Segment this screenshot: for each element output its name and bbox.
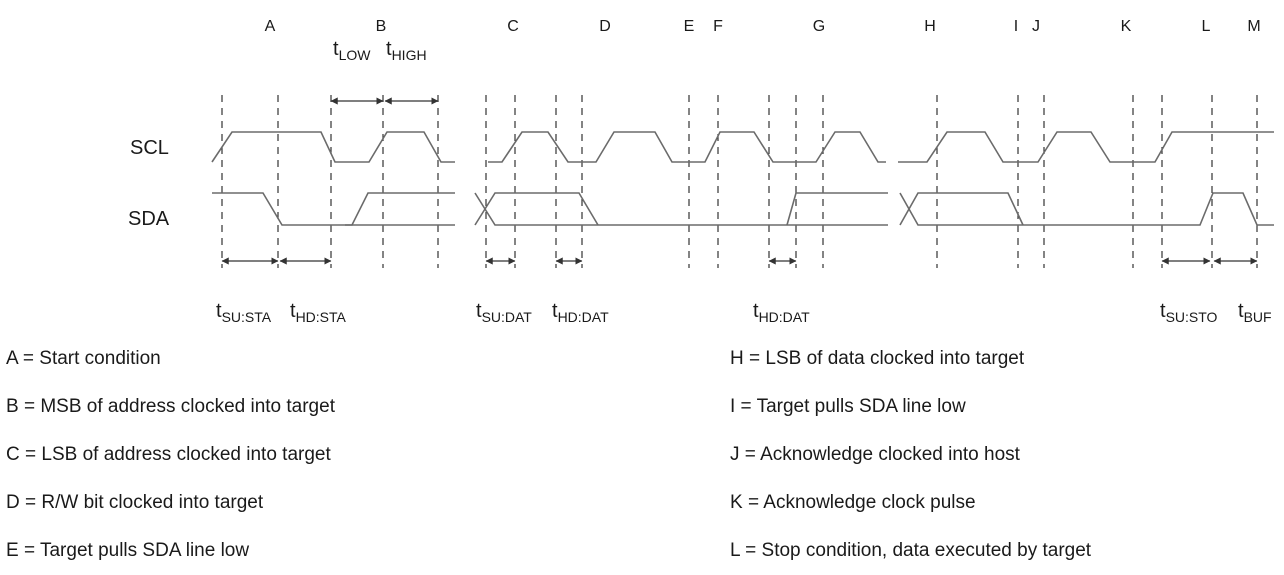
timing-label: tHD:DAT <box>753 300 810 325</box>
marker-l: L <box>1202 18 1211 35</box>
timing-label: tHD:DAT <box>552 300 609 325</box>
scl-wave <box>211 131 455 163</box>
timing-label: tSU:STO <box>1160 300 1218 325</box>
legend-item: D = R/W bit clocked into target <box>6 492 264 513</box>
legend-item: L = Stop condition, data executed by tar… <box>730 540 1092 561</box>
legend-item: A = Start condition <box>6 348 161 369</box>
marker-b: B <box>376 18 387 35</box>
legend-right: H = LSB of data clocked into target I = T… <box>730 335 1091 575</box>
sda-wave <box>212 192 331 226</box>
timing-label: tSU:STA <box>216 300 272 325</box>
timing-label: tSU:DAT <box>476 300 532 325</box>
timing-label: tLOW <box>333 38 371 63</box>
timing-label: tHIGH <box>386 38 427 63</box>
marker-d: D <box>599 18 611 35</box>
legend-item: I = Target pulls SDA line low <box>730 396 966 417</box>
sda-label: SDA <box>128 208 170 230</box>
legend-item: H = LSB of data clocked into target <box>730 348 1025 369</box>
sda-wave <box>474 192 888 226</box>
timing-label: tBUF <box>1238 300 1272 325</box>
sda-wave <box>899 192 1024 226</box>
legend-item: J = Acknowledge clocked into host <box>730 444 1020 465</box>
sda-wave <box>474 192 599 226</box>
marker-a: A <box>265 18 276 35</box>
marker-f: F <box>713 18 723 35</box>
legend-item: C = LSB of address clocked into target <box>6 444 331 465</box>
legend-item: B = MSB of address clocked into target <box>6 396 335 417</box>
scl-wave <box>898 131 1274 163</box>
scl-label: SCL <box>130 137 169 159</box>
timing-label: tHD:STA <box>290 300 347 325</box>
marker-j: J <box>1032 18 1040 35</box>
marker-i: I <box>1014 18 1018 35</box>
marker-k: K <box>1121 18 1132 35</box>
marker-g: G <box>813 18 825 35</box>
legend-item: K = Acknowledge clock pulse <box>730 492 976 513</box>
sda-wave <box>345 192 455 226</box>
sda-wave <box>786 192 888 226</box>
marker-c: C <box>507 18 519 35</box>
marker-e: E <box>684 18 695 35</box>
legend-left: A = Start condition B = MSB of address cl… <box>6 335 335 575</box>
scl-wave <box>488 131 886 163</box>
sda-wave <box>899 192 1274 226</box>
marker-h: H <box>924 18 936 35</box>
marker-m: M <box>1247 18 1260 35</box>
legend-item: E = Target pulls SDA line low <box>6 540 250 561</box>
